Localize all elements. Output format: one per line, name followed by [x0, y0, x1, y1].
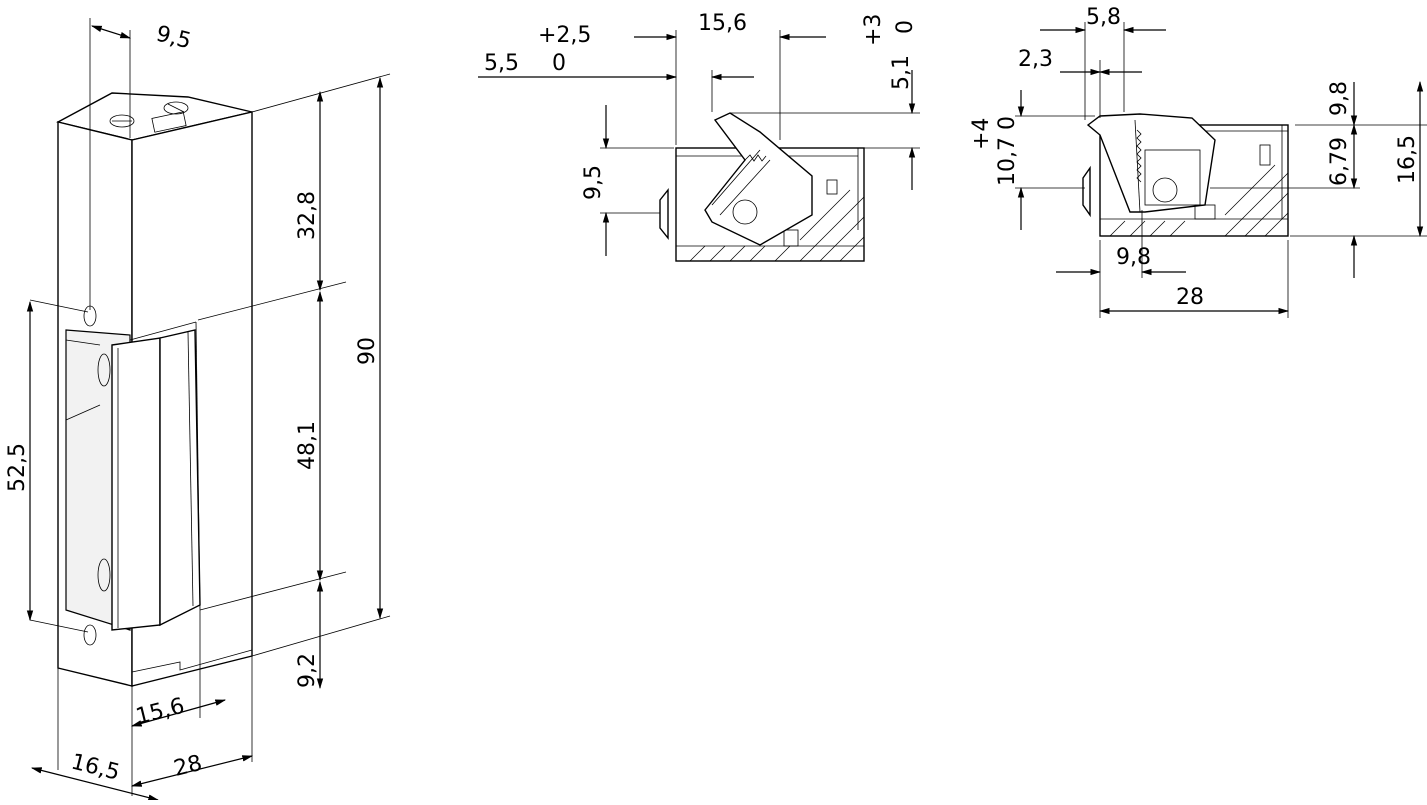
dim-15-6: 15,6 [133, 694, 187, 730]
dim-10-7: 10,7 0 [995, 116, 1020, 186]
dim-48-1: 48,1 [295, 421, 320, 470]
dim-16-5: 16,5 [69, 750, 123, 786]
dim-28: 28 [171, 751, 204, 782]
dim-90: 90 [355, 337, 380, 365]
dim-9-5-top: 9,5 [154, 22, 194, 55]
screw-head-2 [163, 101, 189, 115]
dim-16-5-end: 16,5 [1395, 135, 1420, 184]
latch-bolt [704, 112, 813, 246]
dim-5-1: 5,1 [889, 55, 914, 90]
dim-9-2: 9,2 [295, 653, 320, 688]
screw-head-1 [109, 114, 135, 128]
tol-plus-3: +3 [861, 14, 886, 46]
dim-9-8-top: 9,8 [1327, 81, 1352, 116]
mount-hole-bottom [83, 624, 97, 646]
tol-0: 0 [552, 51, 566, 76]
dim-52-5: 52,5 [5, 443, 30, 492]
tol-plus-2-5: +2,5 [538, 23, 591, 48]
end-pivot-circle [1152, 177, 1178, 203]
tol-0b: 0 [893, 20, 918, 34]
latch-side [159, 329, 201, 627]
end-plunger [1082, 165, 1091, 218]
dim-9-5-side: 9,5 [581, 165, 606, 200]
hatching [689, 189, 865, 262]
dim-2-3: 2,3 [1018, 47, 1053, 72]
isometric-view: 9,5 32,8 90 48,1 52,5 9,2 15,6 16,5 28 [5, 18, 391, 801]
end-latch [1086, 113, 1216, 213]
end-section-view: 5,8 2,3 +4 10,7 0 9,8 6,79 16,5 9,8 28 [969, 5, 1427, 318]
pivot-circle [732, 199, 758, 225]
dim-5-5: 5,5 [484, 51, 519, 76]
dim-6-79: 6,79 [1327, 137, 1352, 186]
side-section-view: +2,5 0 5,5 15,6 +3 0 5,1 9,5 [478, 11, 920, 262]
plunger [659, 188, 669, 240]
dim-15-6-side: 15,6 [698, 11, 747, 36]
dim-5-8: 5,8 [1086, 5, 1121, 30]
dim-28-end: 28 [1176, 285, 1204, 310]
latch-plate [111, 337, 161, 631]
tol-plus-4: +4 [969, 118, 994, 150]
dim-9-8-bottom: 9,8 [1116, 245, 1151, 270]
dim-32-8: 32,8 [295, 191, 320, 240]
